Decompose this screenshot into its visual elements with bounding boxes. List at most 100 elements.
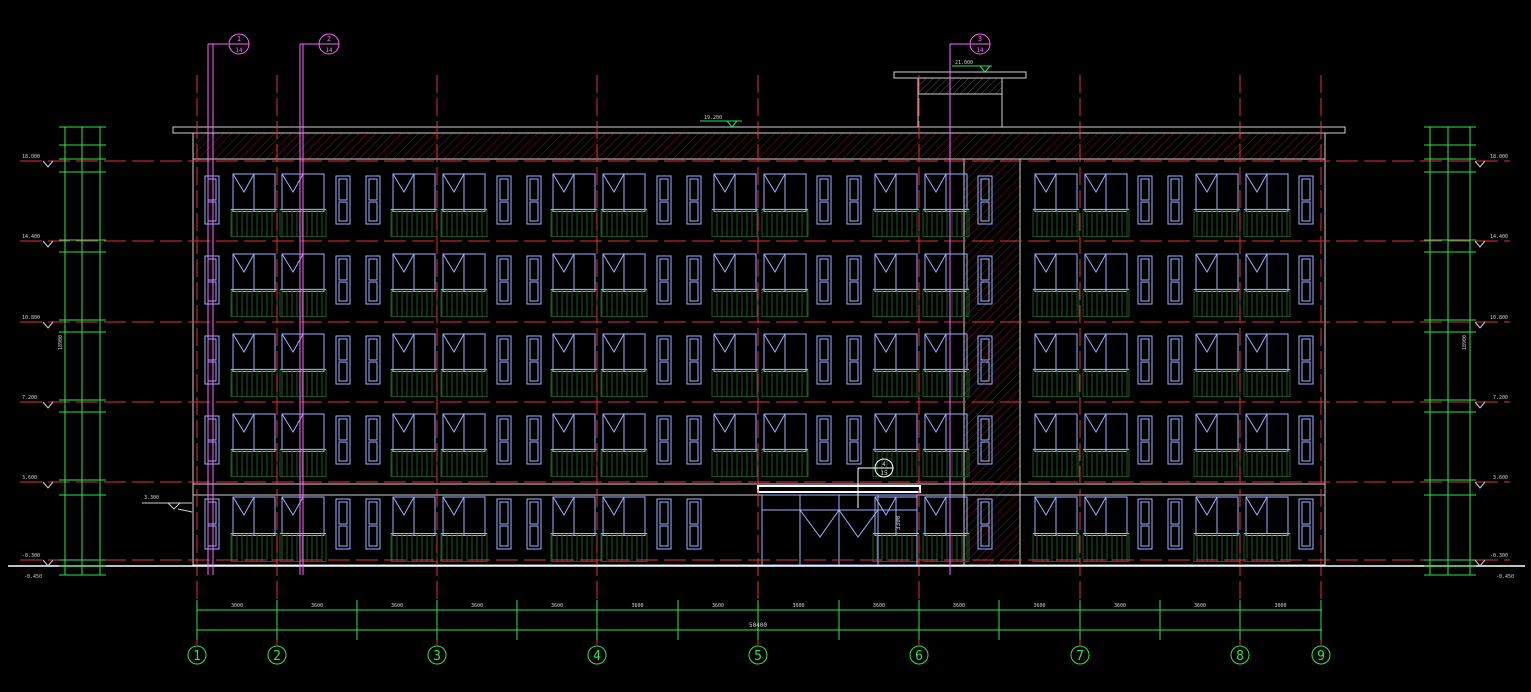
roof-slab: [172, 126, 1346, 134]
axis-label: 8: [1236, 649, 1244, 664]
narrow-window: [977, 335, 993, 385]
narrow-window: [816, 175, 832, 225]
level-mark-triangle: [1474, 481, 1486, 489]
level-mark-text: 7.200: [1493, 395, 1508, 401]
balcony-unit: [872, 253, 920, 318]
level-mark-text: 14.400: [22, 234, 40, 240]
bay-dimension-text: 3600: [391, 603, 403, 609]
narrow-window: [335, 335, 351, 385]
narrow-window: [496, 498, 512, 550]
narrow-window: [686, 498, 702, 550]
narrow-window: [656, 415, 672, 465]
level-mark-triangle: [1474, 559, 1486, 567]
bay-dimension-text: 3600: [551, 603, 563, 609]
narrow-window: [365, 335, 381, 385]
balcony-unit: [761, 253, 809, 318]
balcony-unit: [600, 496, 648, 562]
balcony-unit: [600, 173, 648, 238]
balcony-unit: [1243, 173, 1291, 238]
roof-level-mark: 19.200: [700, 115, 742, 128]
right-total-height-text: 18900: [1462, 335, 1468, 350]
narrow-window: [1298, 335, 1314, 385]
level-mark-text: -0.300: [22, 553, 40, 559]
bay-dimension-text: 3600: [311, 603, 323, 609]
right-grade-level-text: -0.450: [1496, 574, 1514, 580]
left-grade-level-text: -0.450: [24, 574, 42, 580]
canopy-level-mark: 3.300: [142, 495, 193, 513]
bay-dimension-text: 3600: [792, 603, 804, 609]
stair-roof-level-mark: 21.000: [952, 60, 992, 73]
narrow-window: [204, 335, 220, 385]
narrow-window: [656, 175, 672, 225]
narrow-window: [1137, 255, 1153, 305]
narrow-window: [1167, 498, 1183, 550]
narrow-window: [1137, 175, 1153, 225]
balcony-unit: [550, 173, 598, 238]
narrow-window: [1167, 175, 1183, 225]
axis-bubble: [187, 645, 207, 665]
balcony-unit: [1243, 253, 1291, 318]
section-callout-2: 2 14: [299, 33, 340, 575]
narrow-window: [1298, 255, 1314, 305]
balcony-unit: [230, 413, 278, 478]
axis-bubble: [748, 645, 768, 665]
narrow-window: [846, 415, 862, 465]
bay-dimension-text: 3600: [1033, 603, 1045, 609]
level-mark-triangle: [1474, 240, 1486, 248]
level-mark-triangle: [42, 240, 54, 248]
balcony-unit: [1082, 333, 1130, 398]
level-mark-text: 10.800: [22, 315, 40, 321]
balcony-unit: [1082, 496, 1130, 562]
axis-bubble: [267, 645, 287, 665]
balcony-unit: [390, 496, 438, 562]
balcony-unit: [600, 253, 648, 318]
balcony-unit: [872, 413, 920, 478]
balcony-unit: [1032, 413, 1080, 478]
balcony-unit: [600, 413, 648, 478]
section-callout-3: 3 14: [949, 33, 991, 575]
narrow-window: [204, 175, 220, 225]
narrow-window: [526, 335, 542, 385]
balcony-unit: [1243, 333, 1291, 398]
window-layer: [204, 173, 1314, 562]
balcony-unit: [440, 173, 488, 238]
axis-bubble: [427, 645, 447, 665]
narrow-window: [977, 175, 993, 225]
stair-tower: [893, 71, 1027, 128]
level-line-layer: [20, 160, 1510, 561]
level-mark-text: 14.400: [1490, 234, 1508, 240]
balcony-unit: [440, 413, 488, 478]
level-mark-text: 18.000: [1490, 154, 1508, 160]
balcony-unit: [922, 173, 970, 238]
axis-bubble: [1070, 645, 1090, 665]
balcony-unit: [390, 413, 438, 478]
balcony-unit: [440, 333, 488, 398]
narrow-window: [496, 335, 512, 385]
axis-label: 5: [754, 649, 762, 664]
parapet-band: [192, 132, 1326, 160]
level-mark-text: 7.200: [22, 395, 37, 401]
axis-label: 4: [593, 649, 601, 664]
balcony-unit: [1243, 496, 1291, 562]
narrow-window: [496, 415, 512, 465]
narrow-window: [1298, 175, 1314, 225]
balcony-unit: [711, 253, 759, 318]
narrow-window: [977, 498, 993, 550]
narrow-window: [686, 335, 702, 385]
level-mark-triangle: [1474, 321, 1486, 329]
detail-callout-top: 4: [882, 461, 886, 468]
narrow-window: [816, 255, 832, 305]
level-mark-triangle: [42, 321, 54, 329]
level-mark-triangle: [42, 160, 54, 168]
balcony-unit: [230, 496, 278, 562]
narrow-window: [365, 498, 381, 550]
canopy-level-text: 3.300: [144, 495, 159, 501]
narrow-window: [686, 175, 702, 225]
narrow-window: [526, 498, 542, 550]
bay-dimension-text: 3600: [712, 603, 724, 609]
narrow-window: [816, 335, 832, 385]
axis-bubble: [1311, 645, 1331, 665]
balcony-unit: [922, 413, 970, 478]
bay-dimension-text: 3600: [1194, 603, 1206, 609]
narrow-window: [656, 255, 672, 305]
